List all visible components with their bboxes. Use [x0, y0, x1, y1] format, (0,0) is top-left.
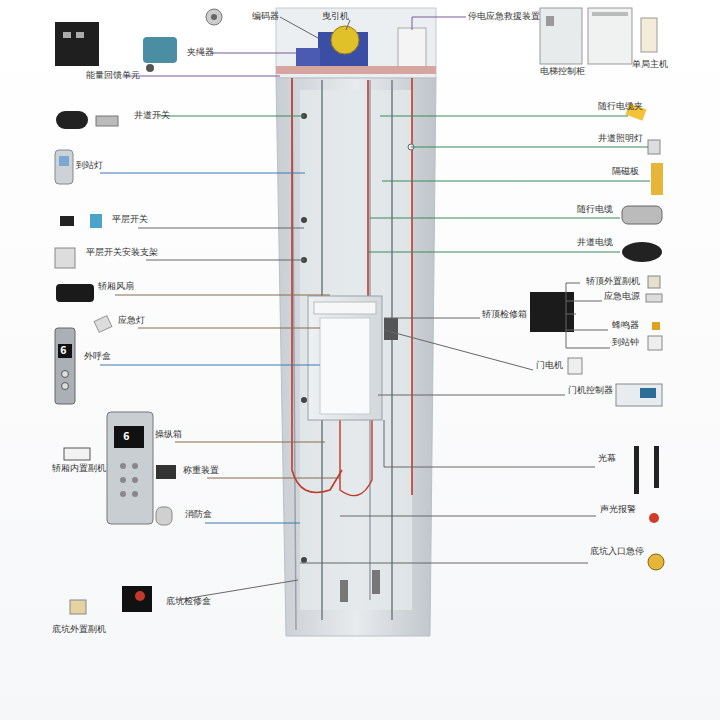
part-label: 声光报警 [600, 504, 636, 515]
part-label: 单局主机 [632, 59, 668, 70]
leader-lines [100, 17, 650, 600]
part-label: 停电应急救援装置 [468, 11, 540, 22]
part-label: 应急电源 [604, 291, 640, 302]
part-label: 隔磁板 [612, 166, 639, 177]
floor-display: 6 [60, 345, 67, 356]
part-label: 门电机 [536, 360, 563, 371]
part-label: 夹绳器 [187, 47, 214, 58]
part-label: 轿厢风扇 [98, 281, 134, 292]
part-label: 底坑外置副机 [52, 624, 106, 635]
part-label: 能量回馈单元 [86, 70, 140, 81]
part-label: 底坑入口急停 [590, 546, 644, 557]
part-label: 轿顶检修箱 [482, 309, 527, 320]
part-label: 平层开关安装支架 [86, 247, 158, 258]
floor-display: 6 [123, 431, 130, 442]
part-label: 到站灯 [76, 160, 103, 171]
shaft [276, 8, 436, 636]
component-icons [55, 8, 664, 614]
part-label: 光幕 [598, 453, 616, 464]
part-label: 操纵箱 [155, 429, 182, 440]
part-label: 应急灯 [118, 315, 145, 326]
part-label: 轿厢内置副机 [52, 463, 106, 474]
part-label: 编码器 [252, 11, 279, 22]
part-label: 随行电缆 [577, 204, 613, 215]
part-label: 井道电缆 [577, 237, 613, 248]
part-label: 消防盒 [185, 509, 212, 520]
part-label: 平层开关 [112, 214, 148, 225]
part-label: 井道开关 [134, 110, 170, 121]
part-label: 底坑检修盒 [166, 596, 211, 607]
part-label: 到站钟 [612, 337, 639, 348]
part-label: 井道照明灯 [598, 133, 643, 144]
part-label: 曳引机 [322, 11, 349, 22]
part-label: 门机控制器 [568, 385, 613, 396]
part-label: 外呼盒 [84, 351, 111, 362]
part-label: 蜂鸣器 [612, 320, 639, 331]
part-label: 电梯控制柜 [540, 66, 585, 77]
part-label: 称重装置 [183, 465, 219, 476]
part-label: 轿顶外置副机 [586, 276, 640, 287]
part-label: 随行电缆夹 [598, 101, 643, 112]
